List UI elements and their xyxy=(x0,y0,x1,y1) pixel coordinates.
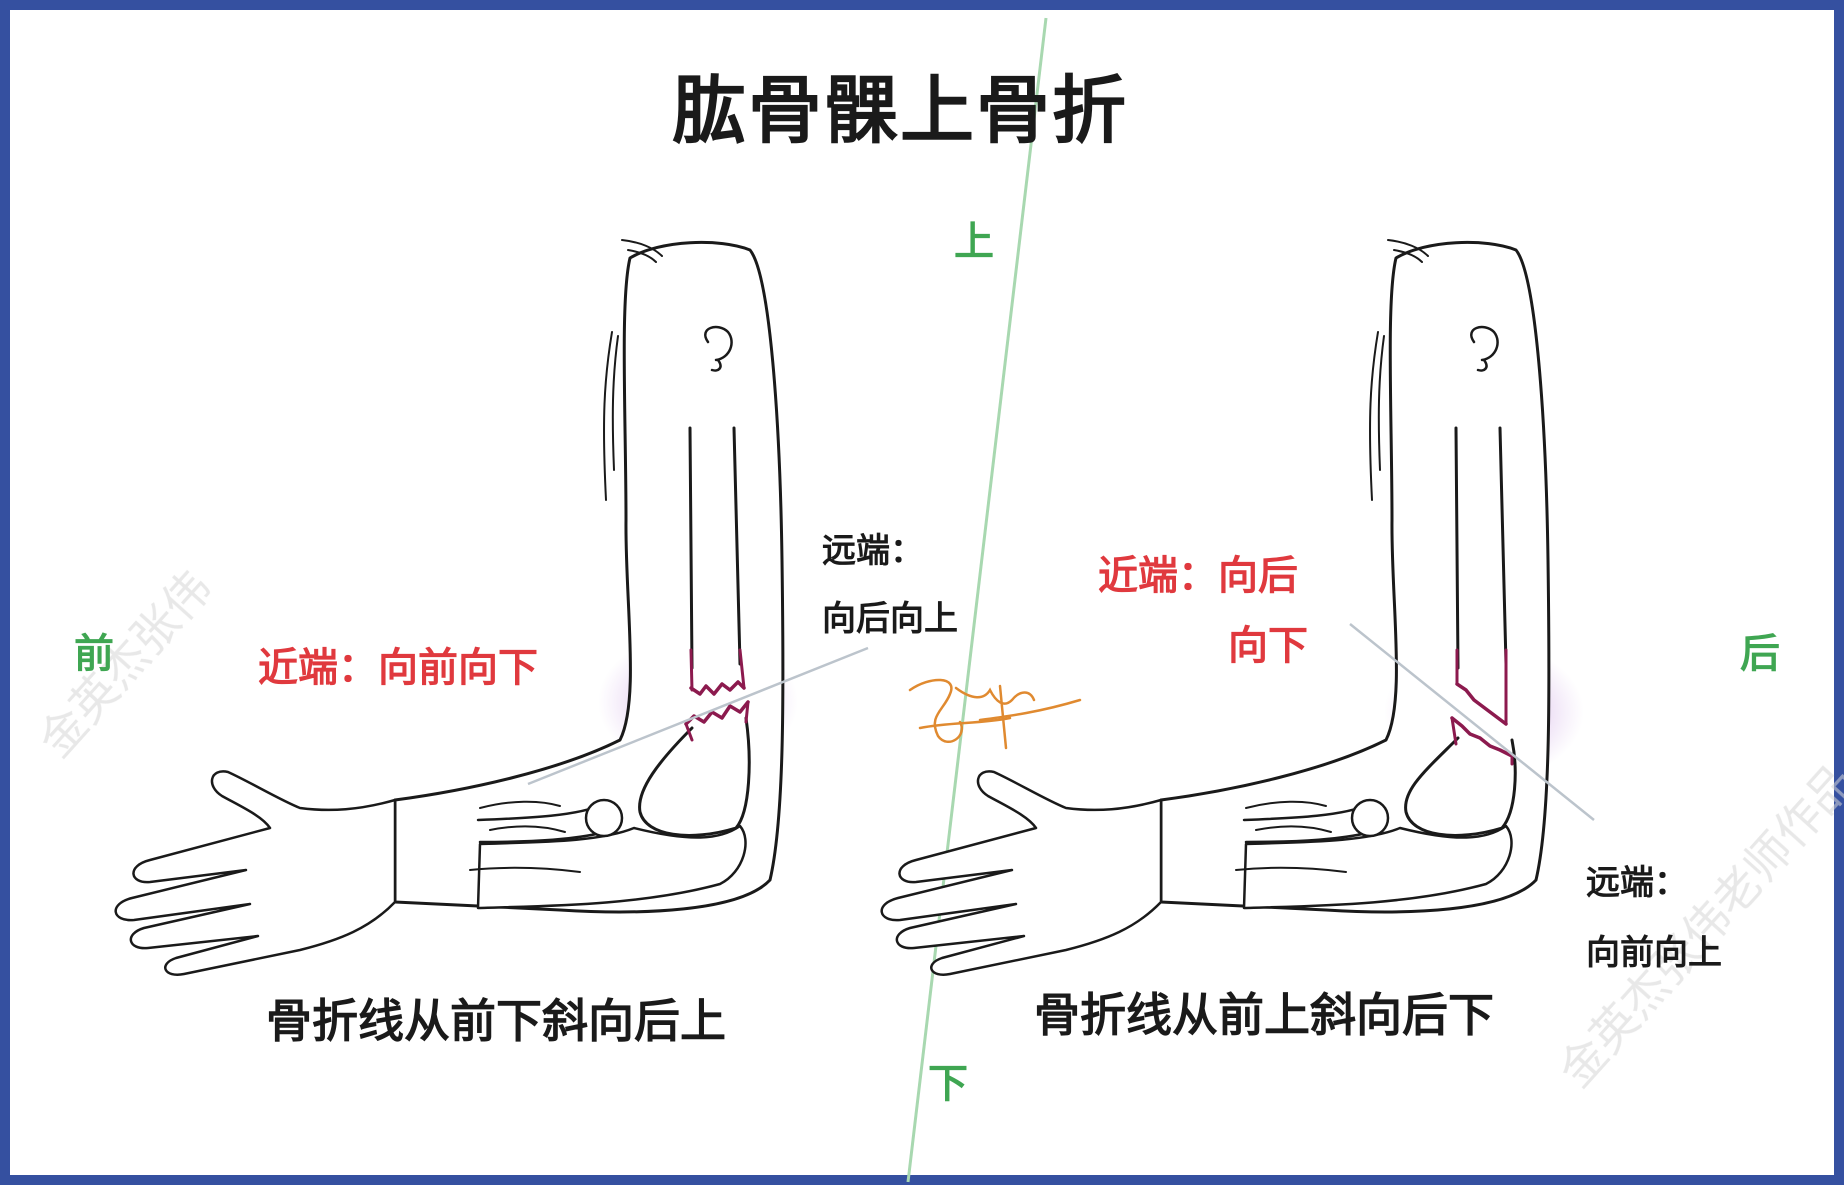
svg-text:金英杰张伟老师作品: 金英杰张伟老师作品 xyxy=(1548,754,1844,1098)
direction-back-label: 后 xyxy=(1740,634,1780,674)
right-distal-direction: 向前向上 xyxy=(1586,936,1722,970)
right-arm-drawing xyxy=(882,240,1584,975)
left-hand xyxy=(116,771,395,974)
page-title: 肱骨髁上骨折 xyxy=(672,74,1128,148)
right-hand xyxy=(882,771,1161,974)
left-distal-direction: 向后向上 xyxy=(822,602,958,636)
left-distal-heading: 远端： xyxy=(822,534,924,568)
svg-text:金英杰张伟: 金英杰张伟 xyxy=(28,560,222,767)
right-proximal-label-line2: 向下 xyxy=(1228,626,1308,666)
right-distal-heading: 远端： xyxy=(1586,866,1688,900)
right-radial-head xyxy=(1352,800,1388,836)
direction-front-label: 前 xyxy=(74,634,114,674)
author-signature xyxy=(910,680,1080,748)
direction-up-label: 上 xyxy=(954,222,994,262)
right-proximal-label-line1: 近端：向后 xyxy=(1098,556,1298,596)
right-caption: 骨折线从前上斜向后下 xyxy=(1034,992,1494,1038)
direction-down-label: 下 xyxy=(928,1064,968,1104)
left-arm-drawing xyxy=(116,240,798,975)
left-caption: 骨折线从前下斜向后上 xyxy=(266,998,726,1044)
left-radial-head xyxy=(586,800,622,836)
left-proximal-label: 近端：向前向下 xyxy=(258,648,538,688)
